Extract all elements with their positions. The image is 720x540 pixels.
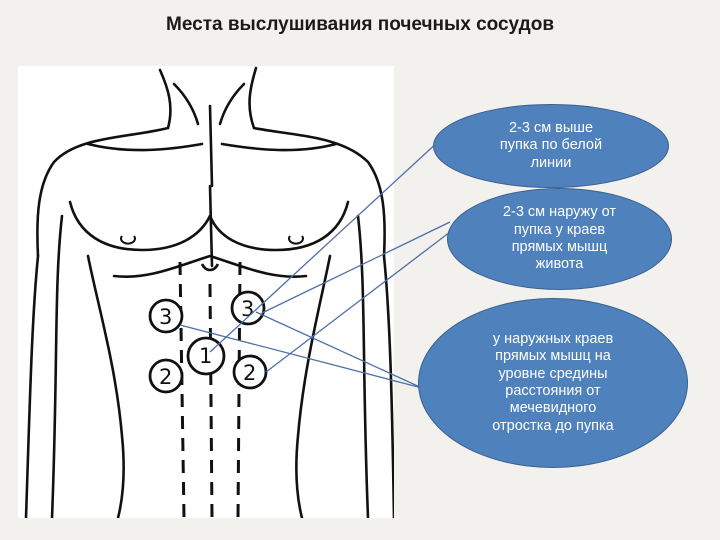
point-3-left: [230, 290, 266, 326]
neck-left: [158, 68, 172, 130]
label-2: 2: [159, 365, 172, 389]
callout-lateral-to-navel: 2-3 см наружу от пупка у краев прямых мы…: [447, 188, 672, 290]
callout-above-navel: 2-3 см выше пупка по белой линии: [433, 104, 669, 188]
arm-left: [24, 254, 40, 520]
midline: [208, 104, 214, 188]
leader-line-3b: [255, 311, 423, 389]
shoulder-left: [36, 126, 170, 258]
point-3-right: [148, 298, 184, 334]
label-1: 1: [199, 344, 212, 368]
leader-line-3a: [179, 324, 423, 389]
neck-right: [248, 66, 258, 130]
leader-line-2a: [261, 221, 451, 314]
label-2: 2: [243, 361, 256, 385]
point-2-right: [148, 358, 184, 394]
label-3: 3: [159, 305, 172, 329]
torso-figure: 3 3 1 2 2: [18, 66, 396, 520]
callout-rectus-edges: у наружных краев прямых мышц на уровне с…: [418, 298, 688, 468]
shoulder-right: [252, 126, 386, 258]
torso-drawing: 3 3 1 2 2: [24, 66, 396, 520]
chest-right: [208, 200, 350, 252]
leader-line-2b: [265, 231, 451, 373]
leader-line-1: [209, 139, 441, 353]
slide-title: Места выслушивания почечных сосудов: [166, 14, 554, 35]
chest-left: [68, 200, 212, 252]
